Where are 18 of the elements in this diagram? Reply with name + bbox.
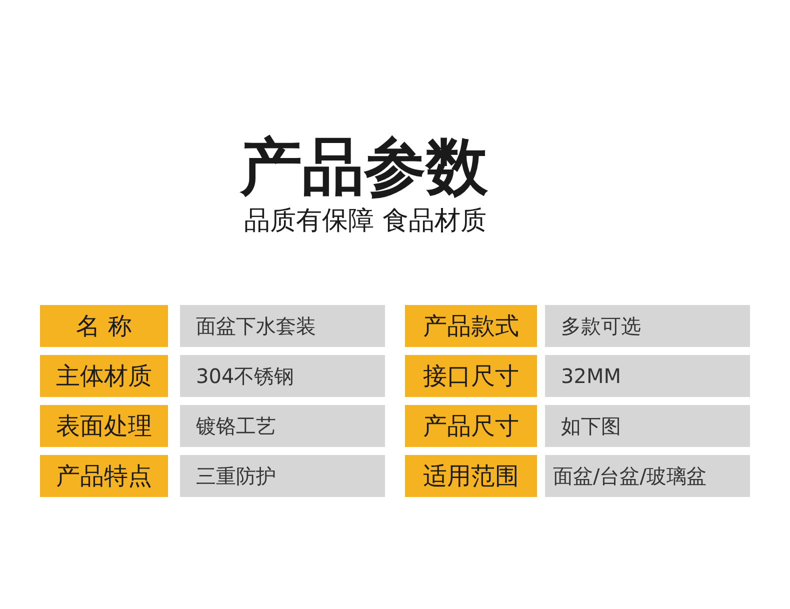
- spec-name-cell: 产品特点: [40, 455, 168, 497]
- subtitle: 品质有保障 食品材质: [244, 205, 486, 238]
- page-title: 产品参数: [240, 129, 488, 205]
- spec-value-cell: 304不锈钢: [180, 355, 385, 397]
- spec-name-cell: 产品款式: [405, 305, 537, 347]
- spec-name-cell: 适用范围: [405, 455, 537, 497]
- spec-value-cell: 如下图: [545, 405, 750, 447]
- spec-value-cell: 三重防护: [180, 455, 385, 497]
- spec-value-cell: 多款可选: [545, 305, 750, 347]
- spec-value-cell: 32MM: [545, 355, 750, 397]
- spec-name-cell: 表面处理: [40, 405, 168, 447]
- spec-name-cell: 产品尺寸: [405, 405, 537, 447]
- spec-name-cell: 接口尺寸: [405, 355, 537, 397]
- spec-value-cell: 面盆/台盆/玻璃盆: [545, 455, 750, 497]
- spec-name-cell: 主体材质: [40, 355, 168, 397]
- spec-name-cell: 名 称: [40, 305, 168, 347]
- spec-value-cell: 面盆下水套装: [180, 305, 385, 347]
- spec-value-cell: 镀铬工艺: [180, 405, 385, 447]
